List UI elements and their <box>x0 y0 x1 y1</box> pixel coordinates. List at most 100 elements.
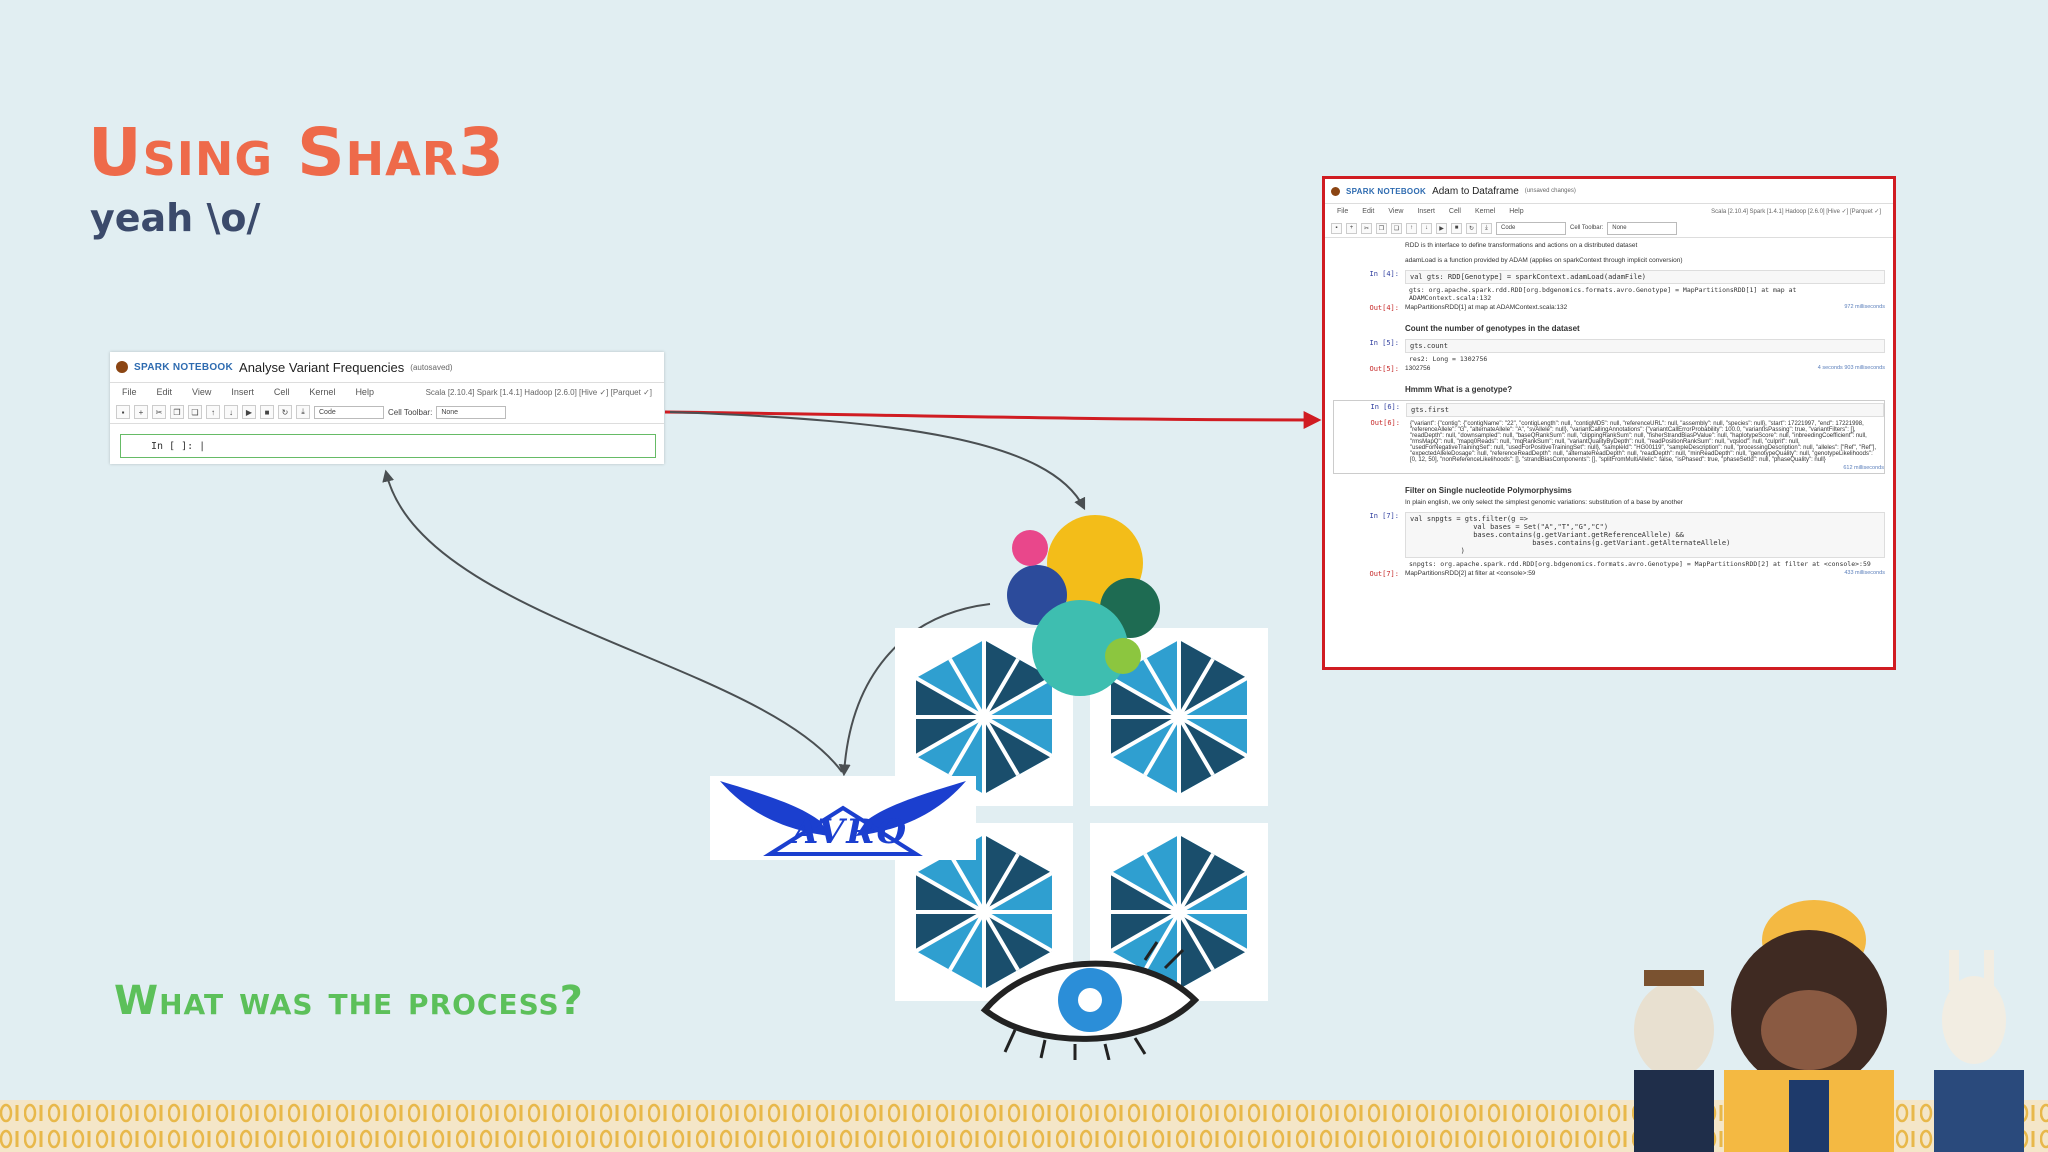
copy-icon[interactable]: ❐ <box>1376 222 1387 234</box>
output-value: {"variant": {"contig": {"contigName": "2… <box>1410 421 1878 463</box>
menu-help[interactable]: Help <box>355 387 374 397</box>
move-up-icon[interactable]: ↑ <box>206 405 220 419</box>
spark-notebook-small: SPARK NOTEBOOK Analyse Variant Frequenci… <box>110 352 664 464</box>
code-input[interactable]: gts.first <box>1406 403 1884 417</box>
avro-text: AVRO <box>792 812 909 852</box>
notebook-brand: SPARK NOTEBOOK <box>134 361 234 373</box>
code-cell: In [7]: val snpgts = gts.filter(g => val… <box>1333 512 1885 570</box>
cell-toolbar-select[interactable]: None <box>1607 221 1678 235</box>
output-value: MapPartitionsRDD[1] at map at ADAMContex… <box>1405 304 1568 311</box>
mascots-illustration <box>1634 900 2024 1152</box>
output-prompt: Out[4]: <box>1369 304 1399 312</box>
elastic-logo-icon <box>1007 515 1160 696</box>
code-input[interactable]: val gts: RDD[Genotype] = sparkContext.ad… <box>1405 270 1885 284</box>
menu-edit[interactable]: Edit <box>1362 208 1375 215</box>
output-prompt: Out[7]: <box>1369 570 1399 578</box>
menu-view[interactable]: View <box>1388 208 1404 215</box>
markdown-heading[interactable]: Filter on Single nucleotide Polymorphysi… <box>1405 486 1572 495</box>
cassandra-eye-icon <box>980 941 1200 1060</box>
markdown-cell[interactable]: RDD is th interface to define transforma… <box>1405 242 1638 249</box>
restart-icon[interactable]: ↻ <box>1466 222 1477 234</box>
avro-wings-icon <box>720 781 966 856</box>
output-prompt: Out[6]: <box>1370 419 1400 427</box>
cut-icon[interactable]: ✂ <box>1361 222 1372 234</box>
menu-view[interactable]: View <box>192 387 212 397</box>
paste-icon[interactable]: ❏ <box>1391 222 1402 234</box>
menu-insert[interactable]: Insert <box>231 387 254 397</box>
notebook-toolbar: ▪ + ✂ ❐ ❏ ↑ ↓ ▶ ■ ↻ ⤓ Code Cell Toolbar:… <box>110 401 664 424</box>
download-icon[interactable]: ⤓ <box>1481 222 1492 234</box>
cell-toolbar-label: Cell Toolbar: <box>388 407 433 417</box>
restart-icon[interactable]: ↻ <box>278 405 292 419</box>
cell-stdout: res2: Long = 1302756 <box>1409 355 1488 363</box>
input-prompt: In [6]: <box>1370 403 1400 411</box>
arrow-notebook-to-big <box>664 410 1322 429</box>
copy-icon[interactable]: ❐ <box>170 405 184 419</box>
add-cell-icon[interactable]: + <box>1346 222 1357 234</box>
code-input[interactable]: val snpgts = gts.filter(g => val bases =… <box>1405 512 1885 558</box>
notebook-header: SPARK NOTEBOOK Adam to Dataframe (unsave… <box>1325 179 1893 204</box>
menu-file[interactable]: File <box>122 387 137 397</box>
notebook-toolbar: ▪ + ✂ ❐ ❏ ↑ ↓ ▶ ■ ↻ ⤓ Code Cell Toolbar:… <box>1325 219 1893 238</box>
code-cell: In [4]: val gts: RDD[Genotype] = sparkCo… <box>1333 270 1885 304</box>
cell-output: Out[5]: 1302756 4 seconds 903 millisecon… <box>1333 365 1885 373</box>
move-up-icon[interactable]: ↑ <box>1406 222 1417 234</box>
notebook-name[interactable]: Analyse Variant Frequencies <box>239 359 405 375</box>
menu-edit[interactable]: Edit <box>156 387 173 397</box>
menu-help[interactable]: Help <box>1509 208 1524 215</box>
input-prompt: In [4]: <box>1369 270 1399 278</box>
code-cell: In [5]: gts.count res2: Long = 1302756 <box>1333 339 1885 365</box>
notebook-menubar: File Edit View Insert Cell Kernel Help S… <box>110 383 664 401</box>
arrow-elastic-to-avro <box>838 603 991 777</box>
output-prompt: Out[5]: <box>1369 365 1399 373</box>
spark-notebook-big: SPARK NOTEBOOK Adam to Dataframe (unsave… <box>1322 176 1896 670</box>
code-input[interactable]: gts.count <box>1405 339 1885 353</box>
save-status: (autosaved) <box>410 362 453 372</box>
markdown-cell[interactable]: adamLoad is a function provided by ADAM … <box>1405 257 1683 264</box>
cell-stdout: snpgts: org.apache.spark.rdd.RDD[org.bdg… <box>1409 560 1871 568</box>
exec-time: 433 milliseconds <box>1844 570 1885 576</box>
paste-icon[interactable]: ❏ <box>188 405 202 419</box>
run-icon[interactable]: ▶ <box>1436 222 1447 234</box>
notebook-header: SPARK NOTEBOOK Analyse Variant Frequenci… <box>110 352 664 383</box>
markdown-heading[interactable]: Count the number of genotypes in the dat… <box>1405 324 1580 333</box>
exec-time: 612 milliseconds <box>1843 465 1884 471</box>
notebook-name[interactable]: Adam to Dataframe <box>1432 185 1519 197</box>
cut-icon[interactable]: ✂ <box>152 405 166 419</box>
markdown-heading[interactable]: Hmmm What is a genotype? <box>1405 385 1513 394</box>
stop-icon[interactable]: ■ <box>260 405 274 419</box>
input-prompt: In [5]: <box>1369 339 1399 347</box>
arrow-avro-to-notebook <box>382 469 843 773</box>
notebook-body: RDD is th interface to define transforma… <box>1325 238 1893 578</box>
cell-type-select[interactable]: Code <box>314 405 384 419</box>
spark-logo-icon <box>116 361 128 373</box>
run-icon[interactable]: ▶ <box>242 405 256 419</box>
menu-kernel[interactable]: Kernel <box>309 387 336 397</box>
kernel-info: Scala [2.10.4] Spark [1.4.1] Hadoop [2.6… <box>425 387 652 397</box>
notebook-menubar: File Edit View Insert Cell Kernel Help S… <box>1325 204 1893 219</box>
code-cell-input[interactable]: In [ ]: | <box>120 434 656 458</box>
markdown-cell[interactable]: In plain english, we only select the sim… <box>1405 499 1683 506</box>
menu-file[interactable]: File <box>1337 208 1349 215</box>
menu-cell[interactable]: Cell <box>273 387 290 397</box>
save-status: (unsaved changes) <box>1524 188 1576 194</box>
menu-kernel[interactable]: Kernel <box>1474 208 1496 215</box>
add-cell-icon[interactable]: + <box>134 405 148 419</box>
download-icon[interactable]: ⤓ <box>296 405 310 419</box>
move-down-icon[interactable]: ↓ <box>1421 222 1432 234</box>
menu-insert[interactable]: Insert <box>1417 208 1435 215</box>
stop-icon[interactable]: ■ <box>1451 222 1462 234</box>
cell-stdout: gts: org.apache.spark.rdd.RDD[org.bdgeno… <box>1409 286 1801 302</box>
output-value: MapPartitionsRDD[2] at filter at <consol… <box>1405 570 1536 577</box>
save-icon[interactable]: ▪ <box>1331 222 1342 234</box>
move-down-icon[interactable]: ↓ <box>224 405 238 419</box>
cell-type-select[interactable]: Code <box>1496 221 1566 235</box>
avro-logo: AVRO <box>710 776 976 860</box>
cell-toolbar-select[interactable]: None <box>436 405 507 419</box>
cell-toolbar-label: Cell Toolbar: <box>1570 225 1604 231</box>
save-icon[interactable]: ▪ <box>116 405 130 419</box>
slide-question: What was the process? <box>114 978 584 1024</box>
cell-output: Out[4]: MapPartitionsRDD[1] at map at AD… <box>1333 304 1885 312</box>
menu-cell[interactable]: Cell <box>1448 208 1461 215</box>
